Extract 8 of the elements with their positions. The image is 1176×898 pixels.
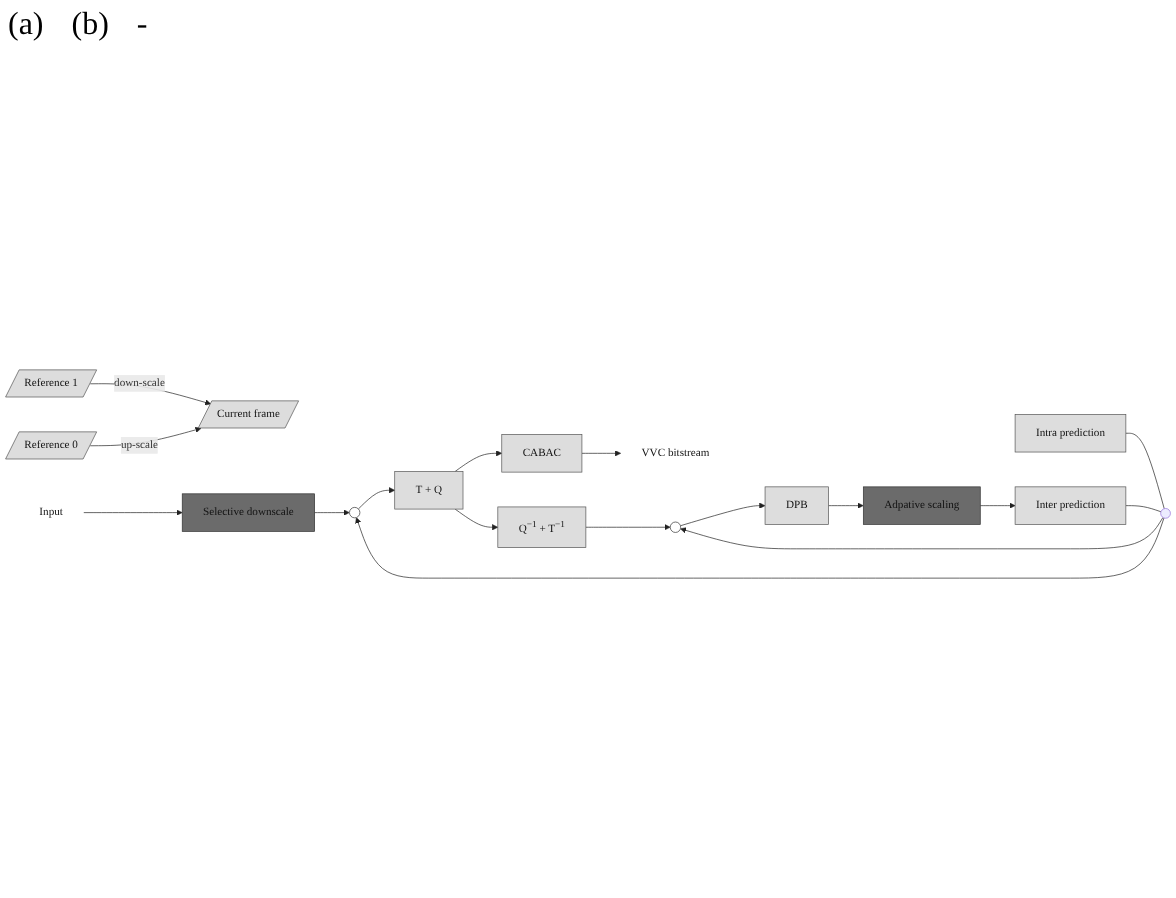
panel-label: (a) bbox=[8, 8, 44, 44]
panel-label: (b) bbox=[71, 8, 109, 44]
connector bbox=[1125, 432, 1165, 510]
panel-label: - bbox=[136, 8, 148, 44]
node-circle bbox=[349, 507, 361, 519]
node-circle bbox=[669, 521, 682, 533]
node-circle bbox=[1160, 508, 1171, 519]
connector bbox=[1125, 505, 1162, 513]
